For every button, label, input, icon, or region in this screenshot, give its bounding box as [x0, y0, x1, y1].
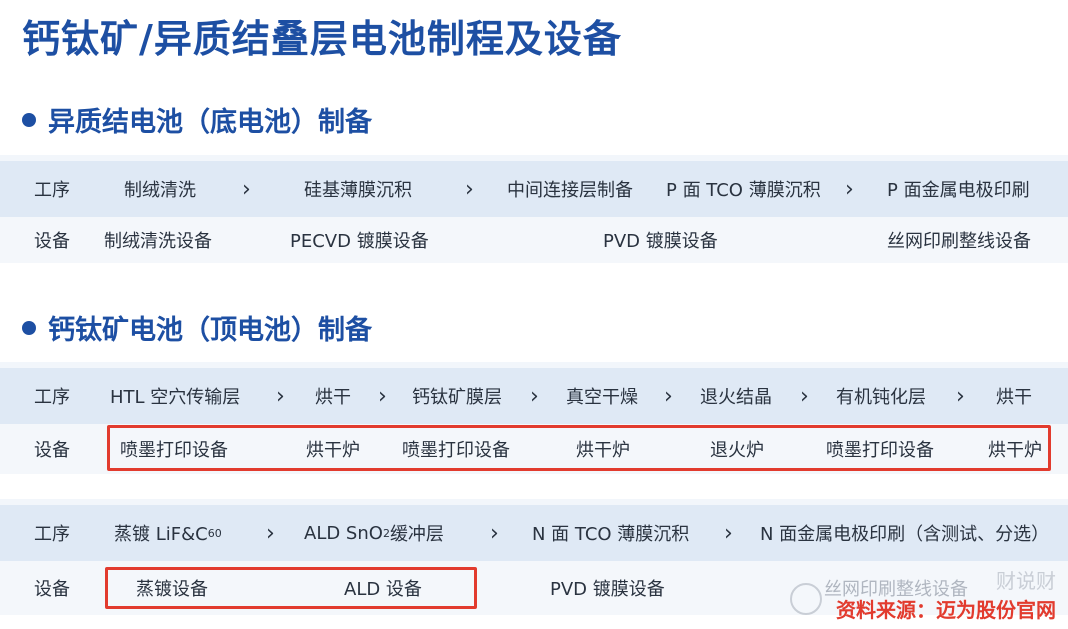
bullet-icon — [22, 112, 36, 127]
process-step: N 面金属电极印刷（含测试、分选） — [760, 524, 1050, 545]
process-step: 硅基薄膜沉积 — [304, 180, 412, 201]
process-label: 工序 — [34, 387, 70, 408]
logo-icon — [790, 583, 822, 615]
highlight-box — [107, 425, 1051, 471]
chevron-right-icon: › — [465, 176, 474, 202]
chevron-right-icon: › — [956, 383, 965, 409]
process-label: 工序 — [34, 180, 70, 201]
process-row: 工序 HTL 空穴传输层 › 烘干 › 钙钛矿膜层 › 真空干燥 › 退火结晶 … — [0, 368, 1068, 424]
chevron-right-icon: › — [242, 176, 251, 202]
equipment-item: ALD 设备 — [344, 579, 422, 600]
process-step: P 面金属电极印刷 — [887, 180, 1030, 201]
highlight-box — [105, 567, 477, 609]
equipment-item: 喷墨打印设备 — [826, 440, 934, 461]
chevron-right-icon: › — [845, 176, 854, 202]
equipment-item: 丝网印刷整线设备 — [887, 231, 1031, 252]
source-note: 资料来源：迈为股份官网 — [836, 598, 1056, 622]
process-step: 中间连接层制备 — [507, 180, 633, 201]
chevron-right-icon: › — [266, 520, 275, 546]
chevron-right-icon: › — [530, 383, 539, 409]
process-step: 有机钝化层 — [836, 387, 926, 408]
chevron-right-icon: › — [378, 383, 387, 409]
equipment-item: PVD 镀膜设备 — [603, 231, 718, 252]
equipment-label: 设备 — [34, 231, 70, 252]
equipment-row: 设备 喷墨打印设备 烘干炉 喷墨打印设备 烘干炉 退火炉 喷墨打印设备 烘干炉 — [0, 424, 1068, 474]
process-step: P 面 TCO 薄膜沉积 — [666, 180, 821, 201]
section-heading-bottom-cell: 异质结电池（底电池）制备 — [22, 100, 372, 139]
process-step: N 面 TCO 薄膜沉积 — [532, 524, 690, 545]
equipment-item: 喷墨打印设备 — [120, 440, 228, 461]
process-step: HTL 空穴传输层 — [110, 387, 241, 408]
process-step: 退火结晶 — [700, 387, 772, 408]
equipment-row: 设备 制绒清洗设备 PECVD 镀膜设备 PVD 镀膜设备 丝网印刷整线设备 — [0, 217, 1068, 263]
process-step: 制绒清洗 — [124, 180, 196, 201]
equipment-item: 蒸镀设备 — [136, 579, 208, 600]
bullet-icon — [22, 320, 36, 335]
equipment-item: 喷墨打印设备 — [402, 440, 510, 461]
page-title: 钙钛矿/异质结叠层电池制程及设备 — [22, 17, 622, 61]
process-step: 真空干燥 — [566, 387, 638, 408]
equipment-item: PECVD 镀膜设备 — [290, 231, 429, 252]
section-heading-top-cell: 钙钛矿电池（顶电池）制备 — [22, 308, 372, 347]
watermark-text: 财说财 — [996, 569, 1056, 593]
step-text: 缓冲层 — [389, 524, 444, 545]
equipment-item: 丝网印刷整线设备 — [824, 579, 968, 600]
chevron-right-icon: › — [664, 383, 673, 409]
process-step: 钙钛矿膜层 — [412, 387, 502, 408]
chevron-right-icon: › — [490, 520, 499, 546]
equipment-label: 设备 — [34, 579, 70, 600]
equipment-item: 烘干炉 — [576, 440, 630, 461]
equipment-item: PVD 镀膜设备 — [550, 579, 665, 600]
step-subscript: 60 — [207, 526, 222, 540]
watermark: 财说财 资料来源：迈为股份官网 — [836, 565, 1056, 623]
step-text: ALD SnO — [304, 522, 383, 544]
section-title: 钙钛矿电池（顶电池）制备 — [48, 315, 372, 346]
equipment-item: 制绒清洗设备 — [104, 231, 212, 252]
chevron-right-icon: › — [276, 383, 285, 409]
equipment-item: 退火炉 — [710, 440, 764, 461]
equipment-item: 烘干炉 — [988, 440, 1042, 461]
table-perovskite: 工序 HTL 空穴传输层 › 烘干 › 钙钛矿膜层 › 真空干燥 › 退火结晶 … — [0, 362, 1068, 474]
process-step: 烘干 — [996, 387, 1032, 408]
equipment-item: 烘干炉 — [306, 440, 360, 461]
step-text: 蒸镀 LiF&C — [114, 524, 208, 545]
equipment-label: 设备 — [34, 440, 70, 461]
process-row: 工序 制绒清洗 › 硅基薄膜沉积 › 中间连接层制备 P 面 TCO 薄膜沉积 … — [0, 161, 1068, 217]
process-step: 烘干 — [315, 387, 351, 408]
step-subscript: 2 — [382, 526, 390, 540]
chevron-right-icon: › — [724, 520, 733, 546]
section-title: 异质结电池（底电池）制备 — [48, 107, 372, 138]
table-heterojunction: 工序 制绒清洗 › 硅基薄膜沉积 › 中间连接层制备 P 面 TCO 薄膜沉积 … — [0, 155, 1068, 263]
process-label: 工序 — [34, 524, 70, 545]
chevron-right-icon: › — [800, 383, 809, 409]
